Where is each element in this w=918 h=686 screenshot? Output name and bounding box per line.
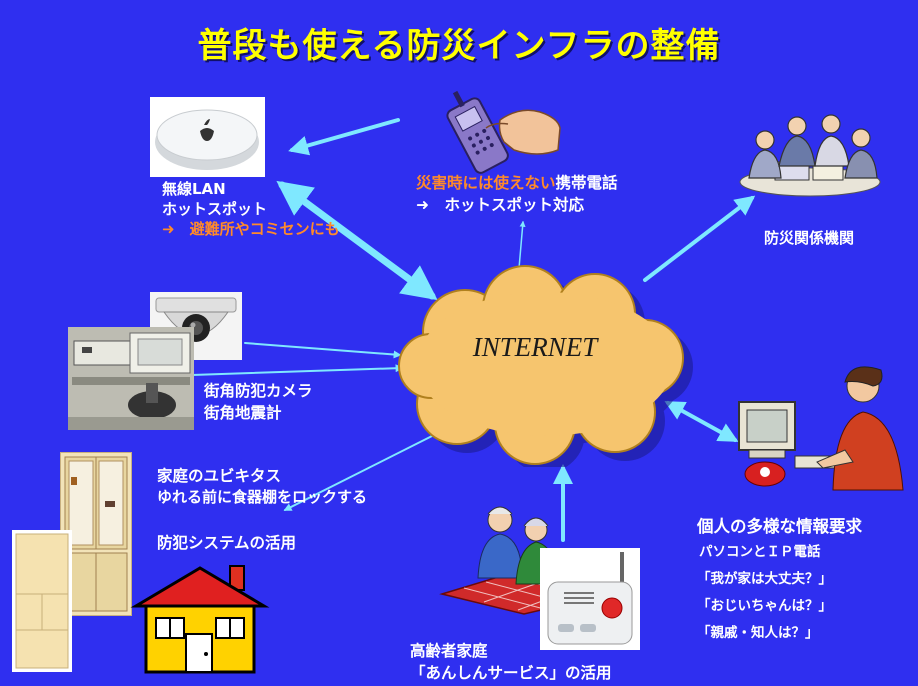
security-system-label: 防犯システムの活用 — [157, 534, 297, 552]
internet-cloud — [398, 265, 693, 467]
home-ubiquitous-label: 家庭のユビキタス — [157, 467, 282, 485]
disaster-org-people-icon — [739, 114, 881, 197]
refrigerator-photo — [12, 530, 72, 672]
camera-text: 街角防犯カメラ 街角地震計 — [204, 380, 313, 424]
arrow-lan-internet — [276, 180, 438, 301]
cupboard-photo — [60, 452, 132, 616]
disaster-org-label: 防災関係機関 — [764, 229, 855, 247]
arrow-sensor-internet — [191, 364, 404, 376]
personal-info-item: 「我が家は大丈夫？」 — [697, 571, 832, 587]
personal-info-heading: 個人の多様な情報要求 — [697, 517, 862, 536]
hotspot-label: ホットスポット — [162, 200, 268, 218]
personal-info-item: 「親戚・知人は？」 — [697, 625, 819, 641]
arrow-camera-internet — [244, 342, 402, 359]
street-seismometer-label: 街角地震計 — [204, 404, 282, 422]
mobile-hotspot-label: ➜ ホットスポット対応 — [416, 196, 584, 214]
arrow-internet-home — [283, 431, 442, 511]
mobile-phone-label: 携帯電話 — [555, 174, 618, 192]
arrow-phone-to-lan — [288, 118, 400, 156]
cupboard-lock-note: ゆれる前に食器棚をロックする — [157, 488, 368, 506]
shelter-note: ➜ 避難所やコミセンにも — [162, 220, 340, 238]
seismometer-photo — [68, 327, 194, 430]
internet-label: INTERNET — [472, 332, 598, 362]
personal-info-item: 「おじいちゃんは？」 — [697, 598, 832, 614]
ubiquitous-text: 家庭のユビキタス ゆれる前に食器棚をロックする — [157, 465, 367, 507]
mobile-text: 災害時には使えない携帯電話 ➜ ホットスポット対応 — [416, 172, 618, 216]
elderly-home-label: 高齢者家庭 — [410, 642, 488, 660]
mobile-line1: 災害時には使えない携帯電話 — [416, 172, 618, 194]
person-computer-icon — [738, 366, 904, 491]
page-title: 普段も使える防災インフラの整備 — [197, 26, 721, 66]
wireless-lan-title: 無線LAN — [162, 180, 226, 198]
mobile-phone-icon — [446, 90, 561, 174]
arrow-personal-internet — [664, 401, 739, 442]
wireless-lan-photo — [150, 97, 265, 177]
mobile-unusable-label: 災害時には使えない — [416, 174, 556, 192]
house-icon — [130, 565, 270, 674]
street-camera-label: 街角防犯カメラ — [204, 382, 313, 400]
personal-info-item: パソコンとＩＰ電話 — [699, 544, 821, 560]
personal-info: 個人の多様な情報要求 パソコンとＩＰ電話 「我が家は大丈夫？」 「おじいちゃんは… — [697, 515, 862, 647]
elderly-text: 高齢者家庭 「あんしんサービス」の活用 — [410, 640, 612, 684]
wireless-lan-text: 無線LAN ホットスポット ➜ 避難所やコミセンにも — [162, 179, 340, 239]
emergency-call-device-photo — [540, 548, 640, 650]
arrow-internet-org — [643, 195, 756, 282]
anshin-service-label: 「あんしんサービス」の活用 — [410, 664, 612, 682]
